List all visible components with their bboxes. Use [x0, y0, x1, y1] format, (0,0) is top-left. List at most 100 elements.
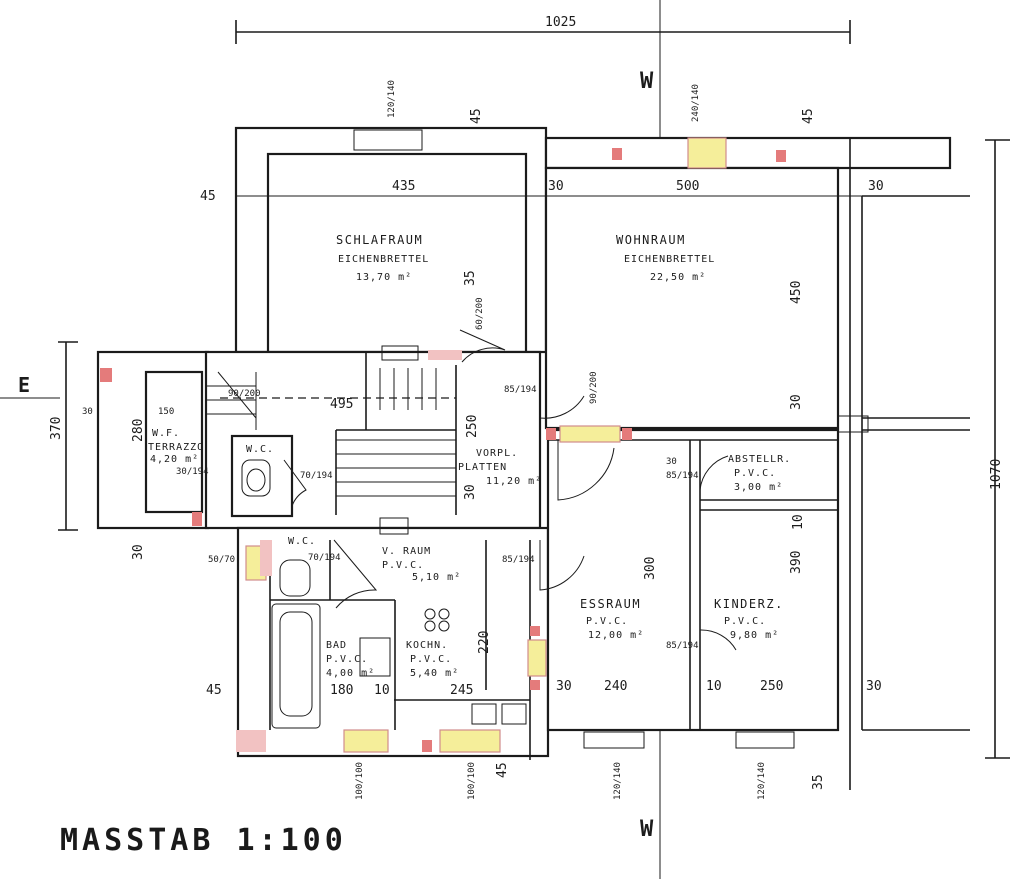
room-wc1-name: W.C. — [246, 444, 274, 455]
room-vraum-area: 5,10 m² — [412, 572, 461, 583]
dim-45e: 45 — [495, 762, 510, 778]
room-essraum-floor: P.V.C. — [586, 616, 628, 627]
room-essraum-name: ESSRAUM — [580, 597, 641, 611]
door-size-10: 90/200 — [589, 371, 599, 404]
room-bad-name: BAD — [326, 640, 347, 651]
dim-30g: 30 — [789, 394, 804, 410]
dim-30a: 30 — [548, 179, 564, 194]
room-kochn-floor: P.V.C. — [410, 654, 452, 665]
room-wohnraum-floor: EICHENBRETTEL — [624, 254, 715, 265]
door-size-1: 90/200 — [228, 389, 261, 399]
dim-30h: 30 — [463, 484, 478, 500]
dim-150: 150 — [158, 407, 174, 417]
dim-30f: 30 — [131, 544, 146, 560]
room-abstellr-name: ABSTELLR. — [728, 454, 791, 465]
opening-bottom-2: 100/100 — [467, 762, 477, 800]
dim-495: 495 — [330, 397, 353, 412]
door-size-11: 30/194 — [176, 467, 209, 477]
windows — [245, 129, 795, 753]
room-wohnraum-name: WOHNRAUM — [616, 233, 686, 247]
stove — [471, 703, 497, 725]
dim-30c: 30 — [82, 407, 93, 417]
chimney — [379, 517, 409, 535]
room-schlafraum-name: SCHLAFRAUM — [336, 233, 423, 247]
dim-250b: 250 — [760, 679, 783, 694]
door-size-6: 85/194 — [666, 641, 699, 651]
window-essraum — [583, 731, 645, 749]
room-labels: SCHLAFRAUM EICHENBRETTEL 13,70 m² WOHNRA… — [148, 233, 791, 679]
room-abstellr-area: 3,00 m² — [734, 482, 783, 493]
room-schlafraum-floor: EICHENBRETTEL — [338, 254, 429, 265]
toilet-1 — [241, 459, 271, 497]
staircase — [206, 368, 456, 497]
room-vorplatz-area: 11,20 m² — [486, 476, 542, 487]
dim-245: 245 — [450, 683, 473, 698]
chimney-top — [381, 345, 419, 361]
window-bad — [343, 729, 389, 753]
dim-45d: 45 — [801, 108, 816, 124]
room-kinderz-name: KINDERZ. — [714, 597, 784, 611]
outer-walls — [96, 126, 970, 790]
room-essraum-area: 12,00 m² — [588, 630, 644, 641]
window-kinderz — [735, 731, 795, 749]
room-wohnraum-area: 22,50 m² — [650, 272, 706, 283]
dim-500: 500 — [676, 179, 699, 194]
top-total-dimension: 1025 — [545, 15, 576, 30]
door-size-8: 60/200 — [475, 297, 485, 330]
dim-250: 250 — [465, 415, 480, 438]
kitchen-sink — [501, 703, 527, 725]
orientation-mark-left: E — [18, 373, 30, 397]
right-dimension-line: 1070 — [985, 139, 1010, 759]
dim-45b: 45 — [469, 108, 484, 124]
toilet-2 — [279, 559, 311, 597]
dim-10c: 10 — [791, 514, 806, 530]
window-kochn — [527, 639, 547, 677]
room-kochn-name: KOCHN. — [406, 640, 448, 651]
sink — [359, 637, 391, 677]
window-wohnraum-bottom — [559, 425, 621, 443]
dim-30e: 30 — [866, 679, 882, 694]
scale-caption: MASSTAB 1:100 — [60, 823, 347, 858]
top-dimension-line: 1025 — [235, 15, 851, 44]
door-size-5: 85/194 — [502, 555, 535, 565]
dim-30b: 30 — [868, 179, 884, 194]
dim-35b: 35 — [811, 774, 826, 790]
room-wf-area: 4,20 m² — [150, 454, 199, 465]
room-vraum-name: V. RAUM — [382, 546, 431, 557]
door-size-2: 85/194 — [504, 385, 537, 395]
orientation-mark-top: W — [640, 69, 654, 94]
left-dimension-line: 370 — [49, 341, 78, 531]
window-schlafraum — [353, 129, 423, 151]
column-right — [837, 415, 869, 433]
room-vraum-floor: P.V.C. — [382, 560, 424, 571]
dim-10a: 10 — [374, 683, 390, 698]
door-size-7: 50/70 — [208, 555, 235, 565]
door-size-3: 85/194 — [666, 471, 699, 481]
door-size-9: 70/194 — [308, 553, 341, 563]
room-wc2-name: W.C. — [288, 536, 316, 547]
window-wohnraum-top — [687, 137, 727, 169]
opening-bottom-4: 120/140 — [757, 762, 767, 800]
dim-180: 180 — [330, 683, 353, 698]
opening-bottom-3: 120/140 — [613, 762, 623, 800]
right-total-dimension: 1070 — [989, 459, 1004, 490]
dim-450: 450 — [789, 281, 804, 304]
door-size-4: 70/194 — [300, 471, 333, 481]
dim-30d: 30 — [556, 679, 572, 694]
orientation-mark-bottom: W — [640, 817, 654, 842]
dim-45a: 45 — [200, 189, 216, 204]
dim-390: 390 — [789, 551, 804, 574]
wall-markers — [100, 148, 786, 752]
fixtures — [241, 345, 869, 729]
dim-300: 300 — [643, 557, 658, 580]
door-swings — [217, 329, 737, 670]
opening-bottom-1: 100/100 — [355, 762, 365, 800]
dim-435: 435 — [392, 179, 415, 194]
dim-30i: 30 — [666, 457, 677, 467]
room-bad-floor: P.V.C. — [326, 654, 368, 665]
dim-35: 35 — [463, 270, 478, 286]
opening-annotations: 120/140 240/140 100/100 100/100 120/140 … — [176, 80, 767, 800]
room-wf-floor: TERRAZZO — [148, 442, 204, 453]
room-kochn-area: 5,40 m² — [410, 668, 459, 679]
